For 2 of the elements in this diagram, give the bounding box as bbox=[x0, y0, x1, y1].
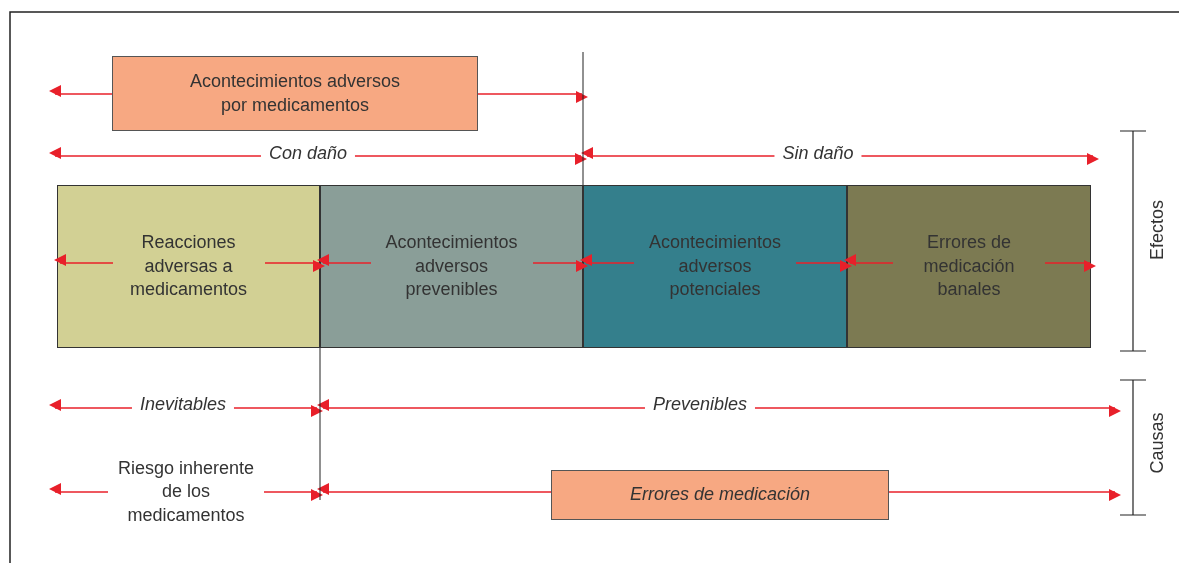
category-box bbox=[112, 56, 478, 131]
category-box bbox=[551, 470, 889, 520]
